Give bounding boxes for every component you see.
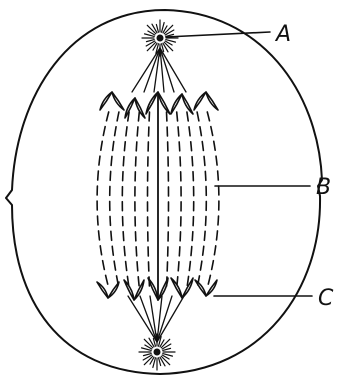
chromosome-arm <box>97 282 108 298</box>
spindle-fibre <box>110 112 119 288</box>
chromosome-arm <box>195 280 206 296</box>
label-b: B <box>316 175 331 200</box>
chromosome-arm <box>100 92 112 110</box>
aster-ray <box>143 354 151 356</box>
spindle-fibre <box>197 112 206 288</box>
top-centriole <box>157 35 164 42</box>
spindle-fibre <box>177 112 181 288</box>
chromosome-arm <box>194 92 206 110</box>
chromosome-arm <box>158 92 170 114</box>
label-c: C <box>318 286 334 311</box>
spindle-fibre <box>122 112 129 288</box>
chromosome-arm <box>182 94 193 114</box>
leader-line-a <box>166 32 270 37</box>
spindle-fibre <box>187 112 194 288</box>
label-a: A <box>274 22 291 47</box>
spindle-fibre <box>97 112 109 288</box>
pole-fibre-bottom <box>150 296 157 342</box>
spindle-fibre <box>148 112 150 288</box>
spindle-fibre <box>207 112 219 288</box>
chromosome-arm <box>206 280 217 296</box>
chromosome-arm <box>135 98 145 118</box>
spindle-fibre <box>135 112 139 288</box>
chromosome-arm <box>158 278 168 300</box>
bottom-centriole <box>154 349 161 356</box>
aster-ray <box>156 24 158 32</box>
spindle-fibre <box>167 112 169 288</box>
chromosome-arm <box>171 94 182 114</box>
chromosome-arm <box>108 282 119 298</box>
aster-ray <box>146 40 154 42</box>
chromosome-arm <box>112 92 124 110</box>
chromosome-arm <box>146 92 158 114</box>
chromosome-arm <box>171 278 182 298</box>
chromosome-arm <box>206 92 218 110</box>
aster-ray <box>163 348 171 350</box>
aster-ray <box>159 358 161 366</box>
chromosome-arm <box>125 98 135 118</box>
